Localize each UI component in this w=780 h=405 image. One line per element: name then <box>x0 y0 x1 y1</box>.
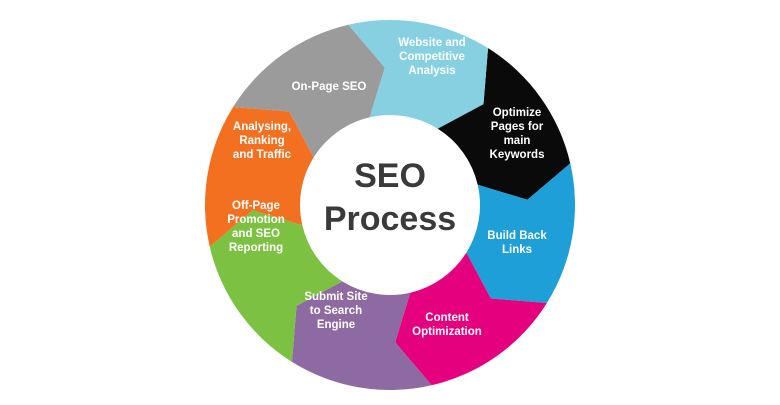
cycle-step-5-label-line: to Search <box>310 305 362 317</box>
cycle-step-7-label-line: Analysing, <box>233 121 291 133</box>
center-title: SEO Process <box>324 157 456 238</box>
cycle-step-6-label-line: and SEO <box>232 228 280 240</box>
cycle-step-4-arrow <box>291 281 432 391</box>
cycle-step-7-label-line: Ranking <box>239 135 284 147</box>
cycle-step-8-arrow <box>348 19 489 129</box>
cycle-step-1-label-line: Website and <box>398 37 466 49</box>
cycle-step-3-label-line: Links <box>502 244 532 256</box>
cycle-step-2-label-line: Keywords <box>490 149 545 161</box>
cycle-step-5-label-line: Submit Site <box>304 291 367 303</box>
cycle-step-6-label-line: Off-Page <box>232 200 280 212</box>
cycle-step-2-arrow <box>466 163 576 304</box>
cycle-step-5-arrow <box>209 210 343 362</box>
cycle-step-8-label: On-Page SEO <box>292 81 367 93</box>
cycle-step-5-label-line: Engine <box>317 319 355 331</box>
cycle-step-6-label-line: Reporting <box>229 242 283 254</box>
cycle-step-2-label-line: Optimize <box>493 107 542 119</box>
cycle-step-8-label-line: On-Page SEO <box>292 81 367 93</box>
cycle-step-2-label-line: Pages for <box>491 121 544 133</box>
cycle-step-4-label-line: Content <box>425 312 469 324</box>
cycle-step-7-label: Analysing, Ranking and Traffic <box>233 121 292 161</box>
cycle-step-7-label-line: and Traffic <box>233 149 292 161</box>
cycle-step-7-arrow <box>233 24 385 158</box>
cycle-step-1-arrow <box>437 48 571 200</box>
cycle-step-1-label-line: Analysis <box>408 65 455 77</box>
cycle-step-3-label-line: Build Back <box>487 230 547 242</box>
cycle-step-6-label-line: Promotion <box>227 214 285 226</box>
cycle-step-2-label-line: main <box>504 135 531 147</box>
center-title-line-1: SEO <box>354 157 426 195</box>
cycle-step-4-label-line: Optimization <box>412 326 482 338</box>
cycle-step-3-arrow <box>395 252 547 386</box>
cycle-step-1-label-line: Competitive <box>399 51 465 63</box>
center-title-line-2: Process <box>324 200 456 238</box>
cycle-step-6-arrow <box>204 106 314 247</box>
